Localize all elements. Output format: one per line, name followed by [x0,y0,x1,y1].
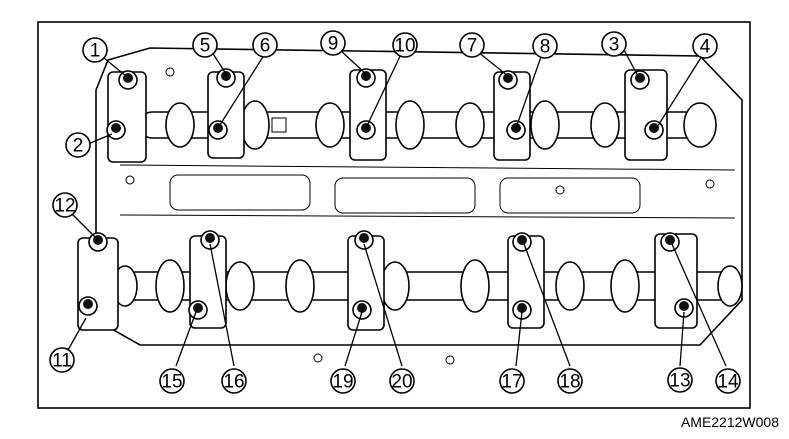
bolt-head [216,68,236,88]
bolt-head [506,120,526,140]
callout-9: 9 [320,30,346,56]
bolt-head [188,300,208,320]
callout-circle [601,31,627,57]
callout-20: 20 [389,368,415,394]
leader-lines [67,49,727,367]
callout-number: 11 [52,351,72,372]
bolt-head [674,298,694,318]
callout-18: 18 [557,368,583,394]
bolt-head [208,120,228,140]
bolt-head [200,230,220,250]
callout-1: 1 [82,37,108,63]
bolt-head [78,296,98,316]
callout-circle [692,33,718,59]
callout-circle [715,368,741,394]
callout-15: 15 [159,368,185,394]
callout-number: 20 [391,372,412,393]
bolt-head [106,120,126,140]
callout-4: 4 [692,33,718,59]
callout-number: 3 [609,35,620,56]
callout-number: 9 [328,34,339,55]
callout-number: 6 [260,36,271,57]
callout-number: 13 [669,371,690,392]
bolt-head [356,68,376,88]
callout-17: 17 [499,368,525,394]
callout-circle [320,30,346,56]
callout-number: 16 [223,372,244,393]
bolt-head [630,70,650,90]
bolt-head [356,120,376,140]
callout-13: 13 [667,367,693,393]
callout-circle [65,132,91,158]
callout-circle [389,368,415,394]
callout-8: 8 [532,33,558,59]
callout-2: 2 [65,132,91,158]
callout-number: 8 [540,37,551,58]
callout-circle [82,37,108,63]
bolt-head [660,232,680,252]
bolt-head [118,70,138,90]
callout-number: 19 [332,372,353,393]
callout-number: 4 [700,37,711,58]
callout-circle [252,32,278,58]
callout-10: 10 [392,32,418,58]
callout-3: 3 [601,31,627,57]
callout-number: 14 [717,372,739,393]
callout-circle [192,32,218,58]
callout-circle [221,368,247,394]
callout-circle [459,32,485,58]
callout-circle [330,368,356,394]
bolt-head [512,300,532,320]
callout-7: 7 [459,32,485,58]
callout-number: 2 [73,136,84,157]
callout-number: 12 [54,196,75,217]
callout-circle [499,368,525,394]
callout-number: 10 [394,36,415,57]
callout-number: 7 [467,36,478,57]
callout-number: 1 [90,41,101,62]
callout-circle [532,33,558,59]
bolt-head [354,230,374,250]
bolt-head [88,232,108,252]
callout-number: 5 [200,36,211,57]
figure-code: AME2212W008 [680,414,779,430]
callout-circle [52,192,78,218]
callout-14: 14 [715,368,741,394]
callout-circle [49,347,75,373]
callout-6: 6 [252,32,278,58]
bolt-head [498,70,518,90]
callout-number: 17 [501,372,522,393]
callout-circle [667,367,693,393]
callout-11: 11 [49,347,75,373]
callout-number: 18 [559,372,580,393]
bolt-head [644,120,664,140]
cap-bolts [78,68,694,320]
callout-12: 12 [52,192,78,218]
bolt-head [512,232,532,252]
callout-number: 15 [161,372,182,393]
callout-16: 16 [221,368,247,394]
callout-5: 5 [192,32,218,58]
bolt-head [352,300,372,320]
callout-19: 19 [330,368,356,394]
callout-circle [557,368,583,394]
callout-circle [392,32,418,58]
callout-circle [159,368,185,394]
